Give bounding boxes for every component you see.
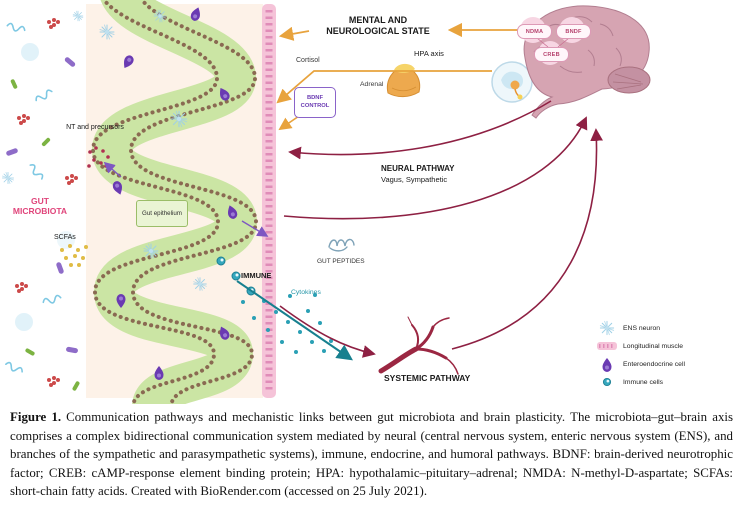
blood-vessel	[378, 316, 459, 375]
figure-diagram: MENTAL AND NEUROLOGICAL STATE Cortisol H…	[1, 0, 685, 404]
ens-neuron-icon	[599, 320, 615, 336]
legend-item-enteroendocrine-cell: Enteroendocrine cell	[596, 356, 685, 372]
legend-item-ens-neuron: ENS neuron	[596, 320, 660, 336]
neural-pathway-label: NEURAL PATHWAY	[381, 164, 455, 173]
legend-item-longitudinal-muscle: Longitudinal muscle	[596, 338, 683, 354]
nt-precursors-label: NT and precursors	[66, 124, 124, 131]
legend-label: Enteroendocrine cell	[623, 360, 685, 368]
systemic-pathway-label: SYSTEMIC PATHWAY	[384, 373, 471, 383]
hpa-axis-label: HPA axis	[414, 49, 444, 58]
gut-microbiota-label: GUT MICROBIOTA	[12, 196, 68, 217]
figure-caption-label: Figure 1.	[10, 410, 62, 424]
longitudinal-muscle-band	[262, 4, 276, 398]
adrenal-label: Adrenal	[360, 81, 384, 88]
maroon-arrow-gut-to-brain	[283, 116, 588, 220]
purple-arrow-cell-to-nt	[103, 161, 122, 178]
longitudinal-muscle-icon	[597, 342, 617, 350]
pathway-arrows	[103, 22, 603, 361]
gut-epithelium-box: Gut epithelium	[136, 200, 188, 227]
enteroendocrine-cell-icon	[602, 358, 612, 372]
bdnf-control-box: BDNF CONTROL	[294, 87, 336, 118]
brain-bndf-pill: BNDF	[556, 24, 591, 39]
legend-label: Immune cells	[623, 378, 664, 386]
brain-ndma-pill: NDMA	[517, 24, 552, 39]
immune-cells-icon	[602, 377, 612, 387]
orange-arrow-mental-state-to-gut	[278, 26, 310, 41]
figure-caption-text: Communication pathways and mechanistic l…	[10, 410, 733, 499]
maroon-arrow-gut-to-vessel	[279, 305, 376, 358]
legend-label: Longitudinal muscle	[623, 342, 684, 350]
mental-state-title: MENTAL AND NEUROLOGICAL STATE	[326, 15, 430, 36]
cytokine-dots	[241, 293, 333, 354]
immune-label: IMMUNE	[241, 271, 272, 280]
gut-peptides-label: GUT PEPTIDES	[317, 258, 365, 265]
maroon-arrow-brain-to-gut	[288, 100, 552, 160]
cytokines-label: Cytokines	[291, 289, 321, 296]
orange-arrow-cortisol-to-gut	[276, 70, 492, 104]
maroon-arrow-vessel-to-brain	[451, 128, 603, 350]
brain-creb-pill: CREB	[534, 47, 569, 62]
neural-pathway-sub-label: Vagus, Sympathetic	[381, 175, 448, 184]
purple-arrow-cell-to-peptides	[241, 220, 269, 237]
nt-precursor-dots	[87, 146, 110, 168]
teal-arrow-immune-to-systemic	[236, 280, 353, 361]
scfa-dots	[60, 244, 88, 267]
adrenal-gland-illustration	[386, 63, 421, 98]
scfas-label: SCFAs	[54, 234, 76, 241]
legend-label: ENS neuron	[623, 324, 661, 332]
figure-caption: Figure 1.Communication pathways and mech…	[10, 408, 733, 501]
cortisol-label: Cortisol	[296, 57, 320, 64]
gut-peptides-icon	[328, 238, 355, 252]
legend-item-immune-cells: Immune cells	[596, 374, 663, 390]
